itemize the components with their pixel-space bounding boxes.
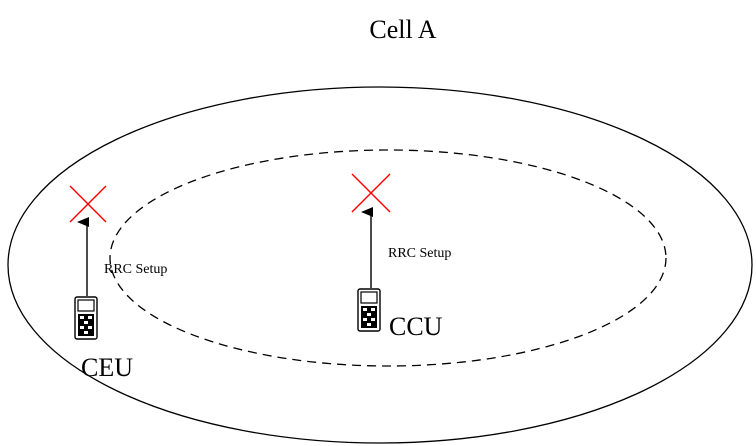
mobile-phone-icon: [74, 296, 98, 340]
rrc-setup-label: RRC Setup: [104, 262, 167, 277]
rrc-setup-label: RRC Setup: [388, 246, 451, 261]
red-x-icon: [351, 173, 391, 213]
cell-edge-user: RRC Setup CEU: [69, 185, 167, 382]
inner-cell-center-boundary: [109, 149, 667, 367]
ccu-label: CCU: [389, 312, 443, 341]
diagram-title: Cell A: [369, 15, 436, 44]
mobile-phone-icon: [357, 288, 381, 332]
ceu-label: CEU: [81, 353, 133, 382]
outer-cell-boundary: [7, 86, 753, 444]
cell-center-user: RRC Setup CCU: [351, 173, 451, 341]
red-x-icon: [69, 185, 107, 223]
